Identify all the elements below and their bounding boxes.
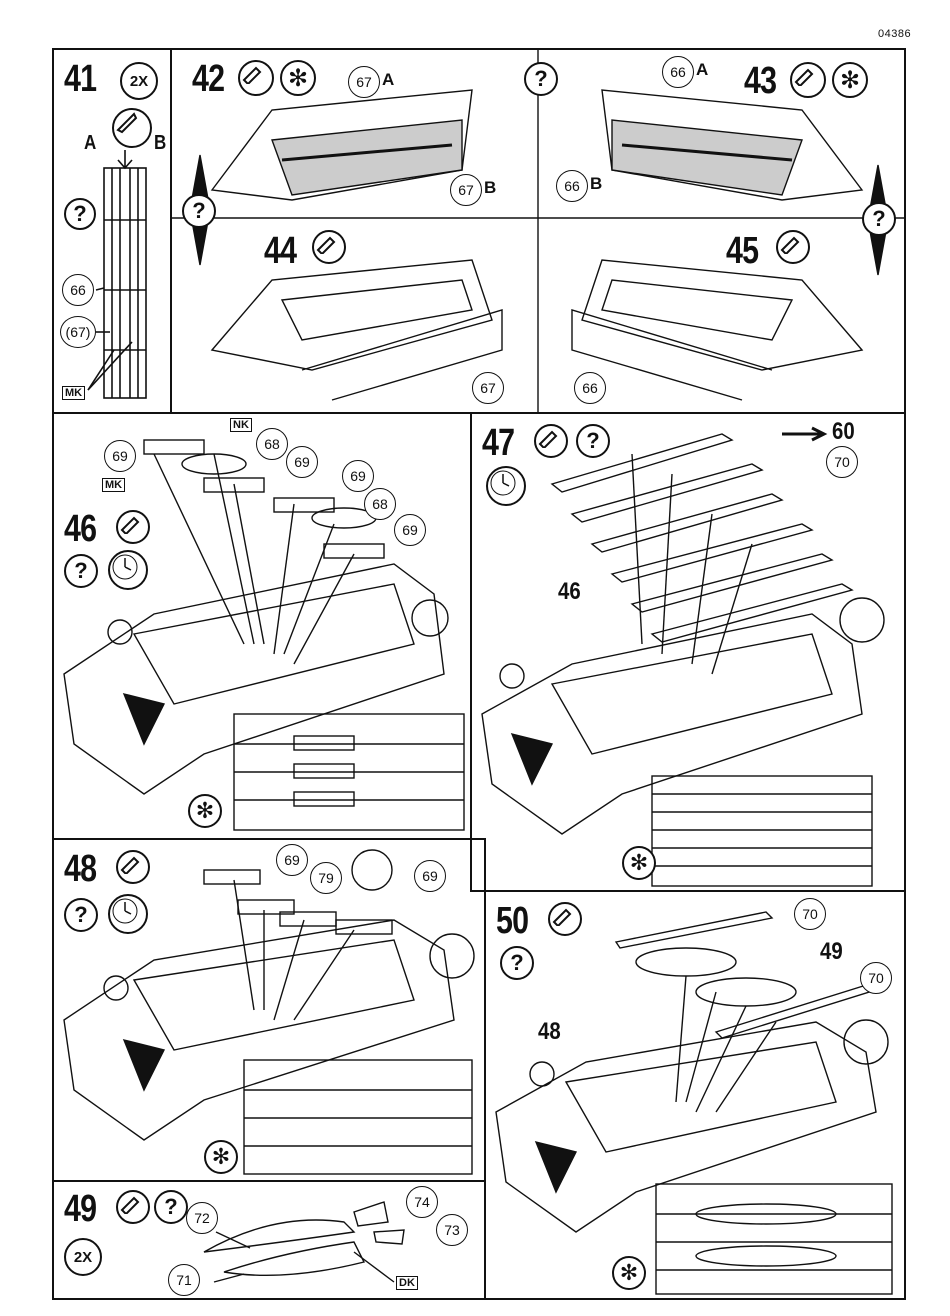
part-callout-72: 72 [186, 1202, 218, 1234]
part-callout-67a: 67 [348, 66, 380, 98]
part-callout-70: 70 [860, 962, 892, 994]
part-callout-70: 70 [826, 446, 858, 478]
part-callout-69: 69 [342, 460, 374, 492]
glue-icon [238, 60, 274, 96]
asterisk-icon: ✻ [612, 1256, 646, 1290]
step-47-panel: 47 ? 60 70 46 ✻ [470, 412, 906, 892]
question-icon: ? [524, 62, 558, 96]
question-icon: ? [64, 898, 98, 932]
step-47-number: 47 [482, 424, 514, 462]
glue-icon [548, 902, 582, 936]
part-callout-74: 74 [406, 1186, 438, 1218]
marker-nk: NK [230, 418, 252, 432]
part-callout-70: 70 [794, 898, 826, 930]
clock-icon [108, 550, 148, 590]
assembly-reference: 49 [820, 938, 843, 966]
part-callout-67b: 67 [450, 174, 482, 206]
asterisk-icon: ✻ [280, 60, 316, 96]
question-icon: ? [154, 1190, 188, 1224]
steps-42-45-panel: 42 ✻ 67 A 67 B ? ? 66 A 43 ✻ 66 B ? 44 6… [170, 48, 906, 414]
asterisk-icon: ✻ [204, 1140, 238, 1174]
letter-b: B [590, 174, 602, 194]
glue-icon [116, 850, 150, 884]
step-45-number: 45 [726, 232, 758, 270]
step-44-number: 44 [264, 232, 296, 270]
part-callout-71: 71 [168, 1264, 200, 1296]
part-callout-79: 79 [310, 862, 342, 894]
bay-with-carriers-drawing [54, 840, 486, 1182]
question-icon: ? [862, 202, 896, 236]
glue-icon [534, 424, 568, 458]
asterisk-icon: ✻ [832, 62, 868, 98]
marker-mk: MK [102, 478, 125, 492]
step-49-panel: 49 ? 2X 72 74 73 71 DK [52, 1180, 486, 1300]
part-callout-73: 73 [436, 1214, 468, 1246]
quantity-badge: 2X [64, 1238, 102, 1276]
glue-icon [116, 510, 150, 544]
glue-icon [312, 230, 346, 264]
step-49-number: 49 [64, 1190, 96, 1228]
step-50-panel: 50 ? 70 49 70 48 ✻ [484, 890, 906, 1300]
step-46-number: 46 [64, 510, 96, 548]
step-42-number: 42 [192, 60, 224, 98]
step-43-number: 43 [744, 62, 776, 100]
part-callout-67: 67 [472, 372, 504, 404]
part-callout-66b: 66 [556, 170, 588, 202]
part-callout-69: 69 [286, 446, 318, 478]
asterisk-icon: ✻ [622, 846, 656, 880]
question-icon: ? [182, 194, 216, 228]
part-callout-69: 69 [276, 844, 308, 876]
part-callout-66a: 66 [662, 56, 694, 88]
bombs-and-missiles-drawing [486, 892, 906, 1300]
step-48-number: 48 [64, 850, 96, 888]
part-callout-66: 66 [574, 372, 606, 404]
question-icon: ? [576, 424, 610, 458]
forward-reference: 60 [832, 418, 855, 446]
step-41-panel: 41 2X A B ? 66 (67) MK [52, 48, 172, 414]
glue-icon [116, 1190, 150, 1224]
document-code: 04386 [878, 28, 911, 40]
part-callout-69: 69 [104, 440, 136, 472]
assembly-reference: 46 [558, 578, 581, 606]
asterisk-icon: ✻ [188, 794, 222, 828]
part-callout-68: 68 [256, 428, 288, 460]
letter-a: A [696, 60, 708, 80]
step-46-panel: 69 NK 68 MK 69 69 68 69 46 ? ✻ [52, 412, 472, 840]
step-50-number: 50 [496, 902, 528, 940]
glue-icon [776, 230, 810, 264]
clock-icon [486, 466, 526, 506]
clock-icon [108, 894, 148, 934]
letter-a: A [382, 70, 394, 90]
letter-b: B [484, 178, 496, 198]
part-callout-69: 69 [394, 514, 426, 546]
step-48-panel: 48 ? 69 79 69 ✻ [52, 838, 486, 1182]
question-icon: ? [64, 554, 98, 588]
bomb-bay-rail-drawing [54, 50, 172, 414]
question-icon: ? [500, 946, 534, 980]
marker-dk: DK [396, 1276, 418, 1290]
missiles-drawing [472, 414, 906, 892]
glue-icon [790, 62, 826, 98]
part-callout-69: 69 [414, 860, 446, 892]
part-callout-68: 68 [364, 488, 396, 520]
assembly-reference: 48 [538, 1018, 561, 1046]
